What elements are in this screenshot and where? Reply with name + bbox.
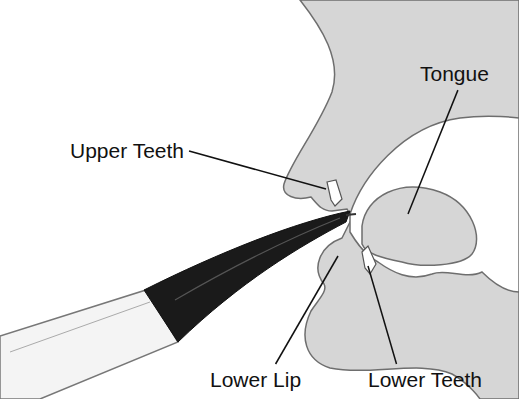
part-label: Lower Teeth [368,368,482,392]
part-label: Lower Lip [210,368,301,392]
oral-cavity [350,116,519,292]
device-tip [346,214,356,215]
device-ridge [10,302,150,352]
leader-line [368,266,397,364]
tongue [362,187,477,265]
head-profile [284,0,519,399]
device-nozzle [144,211,350,342]
leader-line [276,256,338,364]
upper-teeth [327,180,342,206]
device-handle [0,290,178,399]
nozzle-highlight [175,218,340,300]
part-label: Tongue [420,62,489,86]
part-label: Upper Teeth [70,139,184,163]
leader-line [189,151,326,189]
leader-line [408,90,458,214]
